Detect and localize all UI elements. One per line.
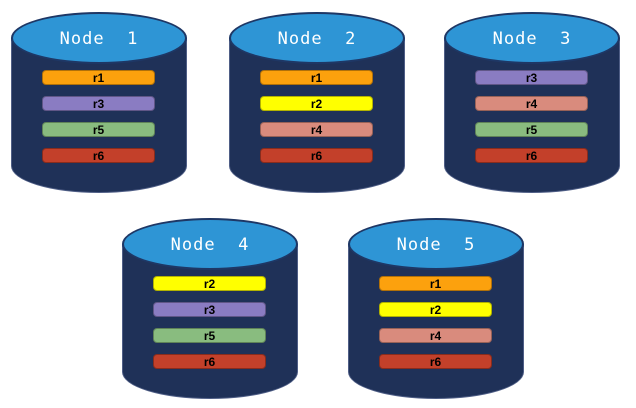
node-title: Node 3 [492, 29, 572, 49]
replica-bar: r5 [153, 328, 266, 343]
replica-label: r6 [92, 148, 105, 163]
replica-label: r2 [429, 302, 442, 317]
replica-label: r6 [203, 354, 216, 369]
replica-label: r6 [525, 148, 538, 163]
node-cylinder-3: Node 3 r3 r4 r5 r6 [444, 12, 620, 193]
replica-label: r3 [525, 70, 538, 85]
replica-bar: r6 [379, 354, 492, 369]
node-title: Node 1 [59, 29, 139, 49]
node-title: Node 2 [277, 29, 357, 49]
replica-label: r1 [429, 276, 442, 291]
replica-bar: r2 [379, 302, 492, 317]
replica-label: r2 [203, 276, 216, 291]
replica-bar: r6 [475, 148, 588, 163]
replica-label: r1 [92, 70, 105, 85]
node-cylinder-4: Node 4 r2 r3 r5 r6 [122, 218, 298, 399]
node-cylinder-2: Node 2 r1 r2 r4 r6 [229, 12, 405, 193]
replica-bar: r2 [260, 96, 373, 111]
replica-bar: r4 [260, 122, 373, 137]
cylinder-top-ellipse: Node 4 [122, 218, 298, 270]
replica-bar: r3 [42, 96, 155, 111]
replica-bar-stack: r1 r2 r4 r6 [379, 276, 492, 369]
replica-bar: r6 [42, 148, 155, 163]
replica-bar: r2 [153, 276, 266, 291]
cylinder-top-ellipse: Node 2 [229, 12, 405, 64]
replica-bar: r5 [42, 122, 155, 137]
replica-label: r3 [203, 302, 216, 317]
replica-label: r5 [92, 122, 105, 137]
replica-label: r6 [429, 354, 442, 369]
replica-bar: r4 [379, 328, 492, 343]
replica-bar: r6 [153, 354, 266, 369]
replica-bar: r6 [260, 148, 373, 163]
replica-bar: r1 [260, 70, 373, 85]
cylinder-top-ellipse: Node 3 [444, 12, 620, 64]
cylinder-top-ellipse: Node 1 [11, 12, 187, 64]
replica-bar-stack: r1 r2 r4 r6 [260, 70, 373, 163]
replica-label: r4 [310, 122, 323, 137]
replica-label: r4 [429, 328, 442, 343]
node-title: Node 4 [170, 235, 250, 255]
node-title: Node 5 [396, 235, 476, 255]
replica-label: r6 [310, 148, 323, 163]
replica-bar: r3 [153, 302, 266, 317]
replica-bar-stack: r3 r4 r5 r6 [475, 70, 588, 163]
replica-bar: r1 [42, 70, 155, 85]
replica-bar-stack: r1 r3 r5 r6 [42, 70, 155, 163]
node-cylinder-1: Node 1 r1 r3 r5 r6 [11, 12, 187, 193]
replica-bar: r4 [475, 96, 588, 111]
replica-bar: r5 [475, 122, 588, 137]
replica-label: r1 [310, 70, 323, 85]
replica-label: r3 [92, 96, 105, 111]
replica-label: r5 [203, 328, 216, 343]
cylinder-top-ellipse: Node 5 [348, 218, 524, 270]
node-cylinder-5: Node 5 r1 r2 r4 r6 [348, 218, 524, 399]
replica-label: r4 [525, 96, 538, 111]
replica-label: r5 [525, 122, 538, 137]
replica-label: r2 [310, 96, 323, 111]
replica-bar: r1 [379, 276, 492, 291]
replica-bar-stack: r2 r3 r5 r6 [153, 276, 266, 369]
replica-bar: r3 [475, 70, 588, 85]
